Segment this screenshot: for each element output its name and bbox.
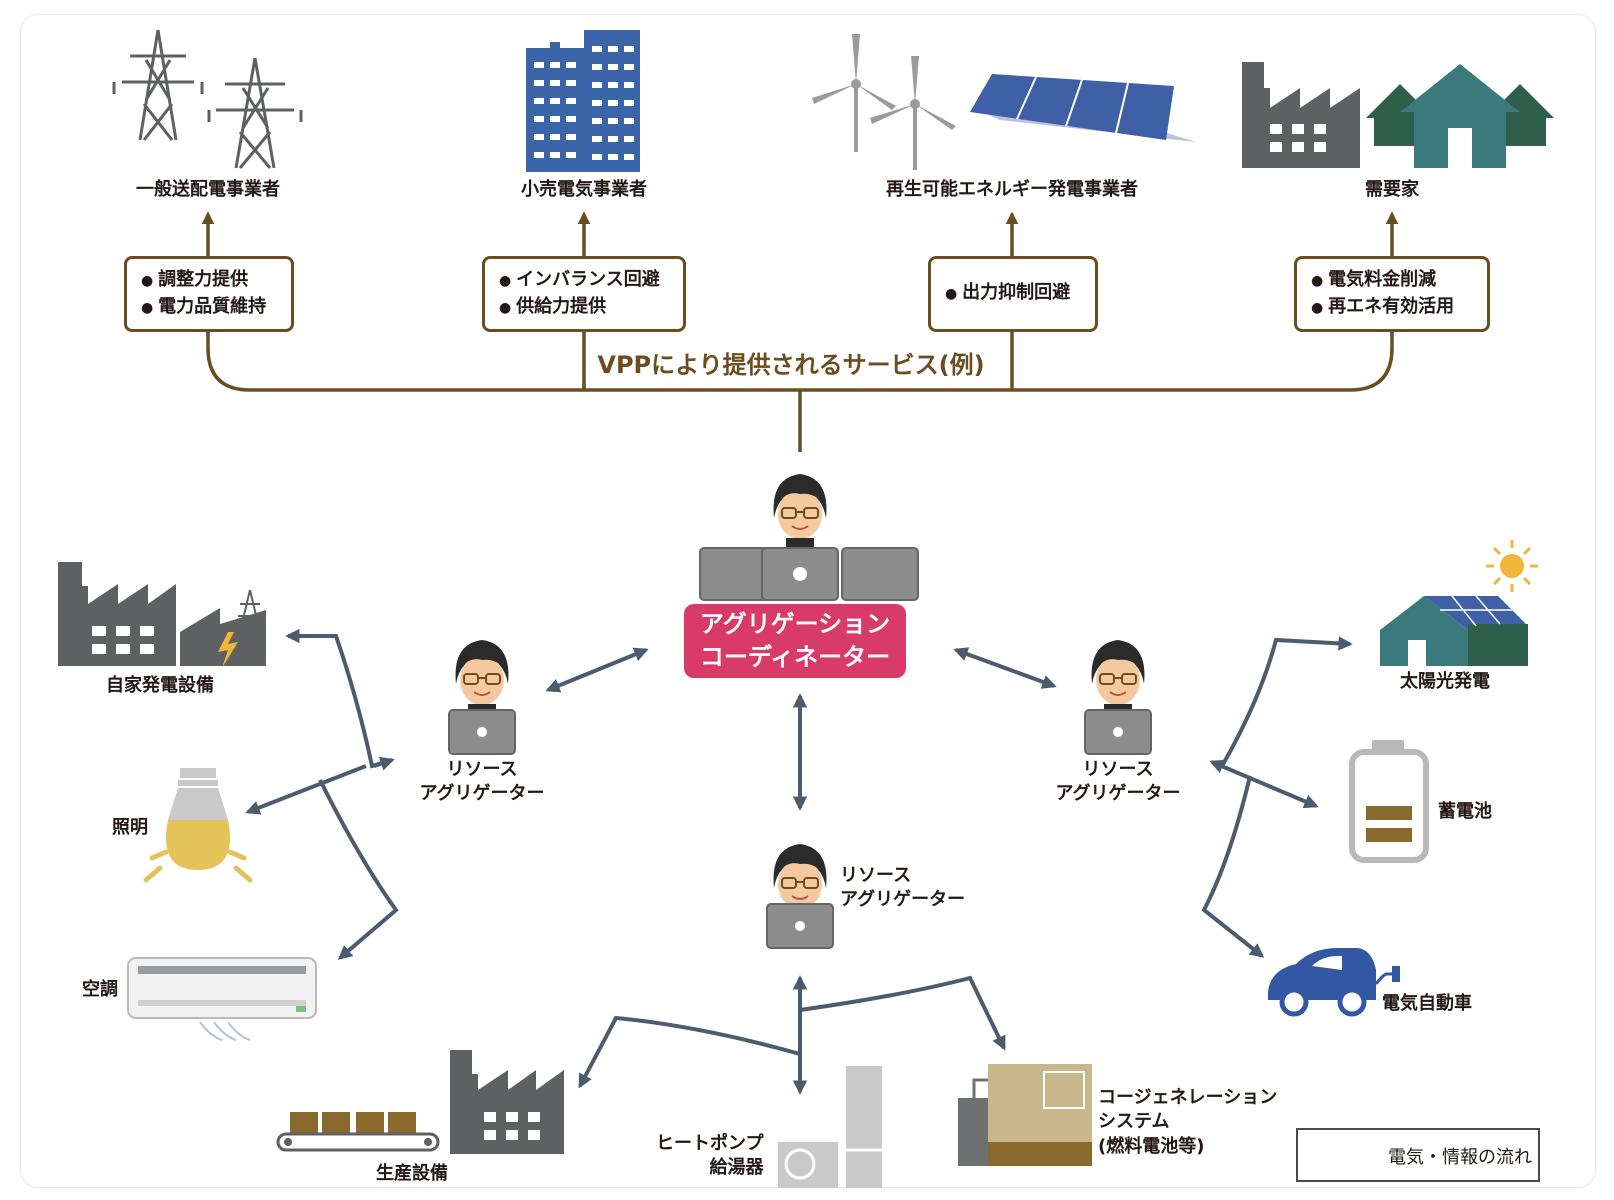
coordinator-line2: コーディネーター [699,643,891,671]
private-generator-icon [58,562,266,668]
top-label-consumer: 需要家 [1365,179,1419,200]
aggregator-label-line: リソース [840,865,912,886]
production-factory-icon [276,1050,564,1154]
left-aggregator-label: リソース アグリゲーター [419,758,544,807]
right-aggregator-figure [1084,639,1152,755]
resource-label-solar: 太陽光発電 [1400,671,1490,692]
service-item: 再エネ有効活用 [1311,294,1473,321]
left-aggregator-figure [448,639,516,755]
arrow-right-battery [1209,759,1319,809]
service-box-transmission: 調整力提供 電力品質維持 [124,256,294,332]
cogen-line1: コージェネレーション [1098,1087,1278,1108]
aggregator-label-line: リソース [1082,759,1154,780]
resource-label-battery: 蓄電池 [1438,801,1492,822]
top-label-renewable: 再生可能エネルギー発電事業者 [886,179,1138,200]
resource-label-aircon: 空調 [82,979,118,1000]
cogen-line3: (燃料電池等) [1098,1135,1205,1157]
arrow-left-lighting [245,764,367,815]
resource-label-ev: 電気自動車 [1382,993,1472,1014]
resource-label-lighting: 照明 [112,817,148,838]
service-box-renewable: 出力抑制回避 [928,256,1098,332]
vpp-services-title: VPPにより提供されるサービス(例) [589,345,993,380]
arrow-bottom-production [578,1015,801,1089]
wind-solar-icon [812,34,1196,170]
service-item: 出力抑制回避 [945,280,1081,307]
aggregator-label-line: アグリゲーター [840,889,966,911]
right-aggregator-label: リソース アグリゲーター [1055,758,1180,807]
aggregator-label-line: リソース [446,759,518,780]
office-building-icon [526,30,640,172]
battery-icon [1349,740,1429,863]
heat-pump-line2: 給湯器 [709,1157,764,1179]
service-box-consumer: 電気料金削減 再エネ有効活用 [1294,256,1490,332]
transmission-tower-icon [112,29,303,169]
resource-label-cogeneration: コージェネレーション システム (燃料電池等) [1098,1086,1277,1159]
flow-arrows [245,628,1353,1095]
heat-pump-line1: ヒートポンプ [656,1133,764,1154]
top-label-retail: 小売電気事業者 [521,179,647,200]
heat-pump-icon [778,1066,882,1188]
solar-house-icon [1380,540,1538,666]
resource-label-private-generator: 自家発電設備 [106,675,214,696]
service-item: 電力品質維持 [141,294,277,321]
arrow-left-aircon [318,779,399,960]
bottom-aggregator-figure [766,843,834,949]
service-item: 調整力提供 [141,267,277,294]
aggregator-label-line: アグリゲーター [419,783,545,805]
resource-label-heat-pump: ヒートポンプ 給湯器 [656,1132,763,1181]
service-box-retail: インバランス回避 供給力提供 [482,256,686,332]
cogen-line2: システム [1098,1111,1170,1133]
top-label-transmission: 一般送配電事業者 [136,179,280,200]
air-conditioner-icon [127,957,317,1041]
service-item: インバランス回避 [499,267,669,294]
resource-label-production: 生産設備 [376,1163,448,1184]
light-bulb-icon [143,768,253,883]
aggregator-label-line: アグリゲーター [1055,783,1181,805]
arrow-coordinator-left-aggregator [545,647,649,693]
electric-car-icon [1268,948,1400,1017]
arrow-coordinator-right-aggregator [953,647,1057,689]
legend-label: 電気・情報の流れ [1388,1147,1532,1168]
arrow-right-ev [1201,775,1265,958]
service-connector-tree [201,211,1399,452]
aggregation-coordinator-box: アグリゲーション コーディネーター [684,604,906,678]
arrow-right-solar [1220,636,1353,767]
cogeneration-icon [958,1064,1092,1166]
service-item: 電気料金削減 [1311,267,1473,294]
arrow-bottom-cogen [799,975,1006,1051]
coordinator-figure [699,473,919,601]
bottom-aggregator-label: リソース アグリゲーター [840,864,965,913]
coordinator-line1: アグリゲーション [699,610,891,638]
service-item: 供給力提供 [499,294,669,321]
factory-houses-icon [1242,62,1554,168]
arrow-left-generator [285,628,393,769]
legend: 電気・情報の流れ [1296,1128,1540,1182]
